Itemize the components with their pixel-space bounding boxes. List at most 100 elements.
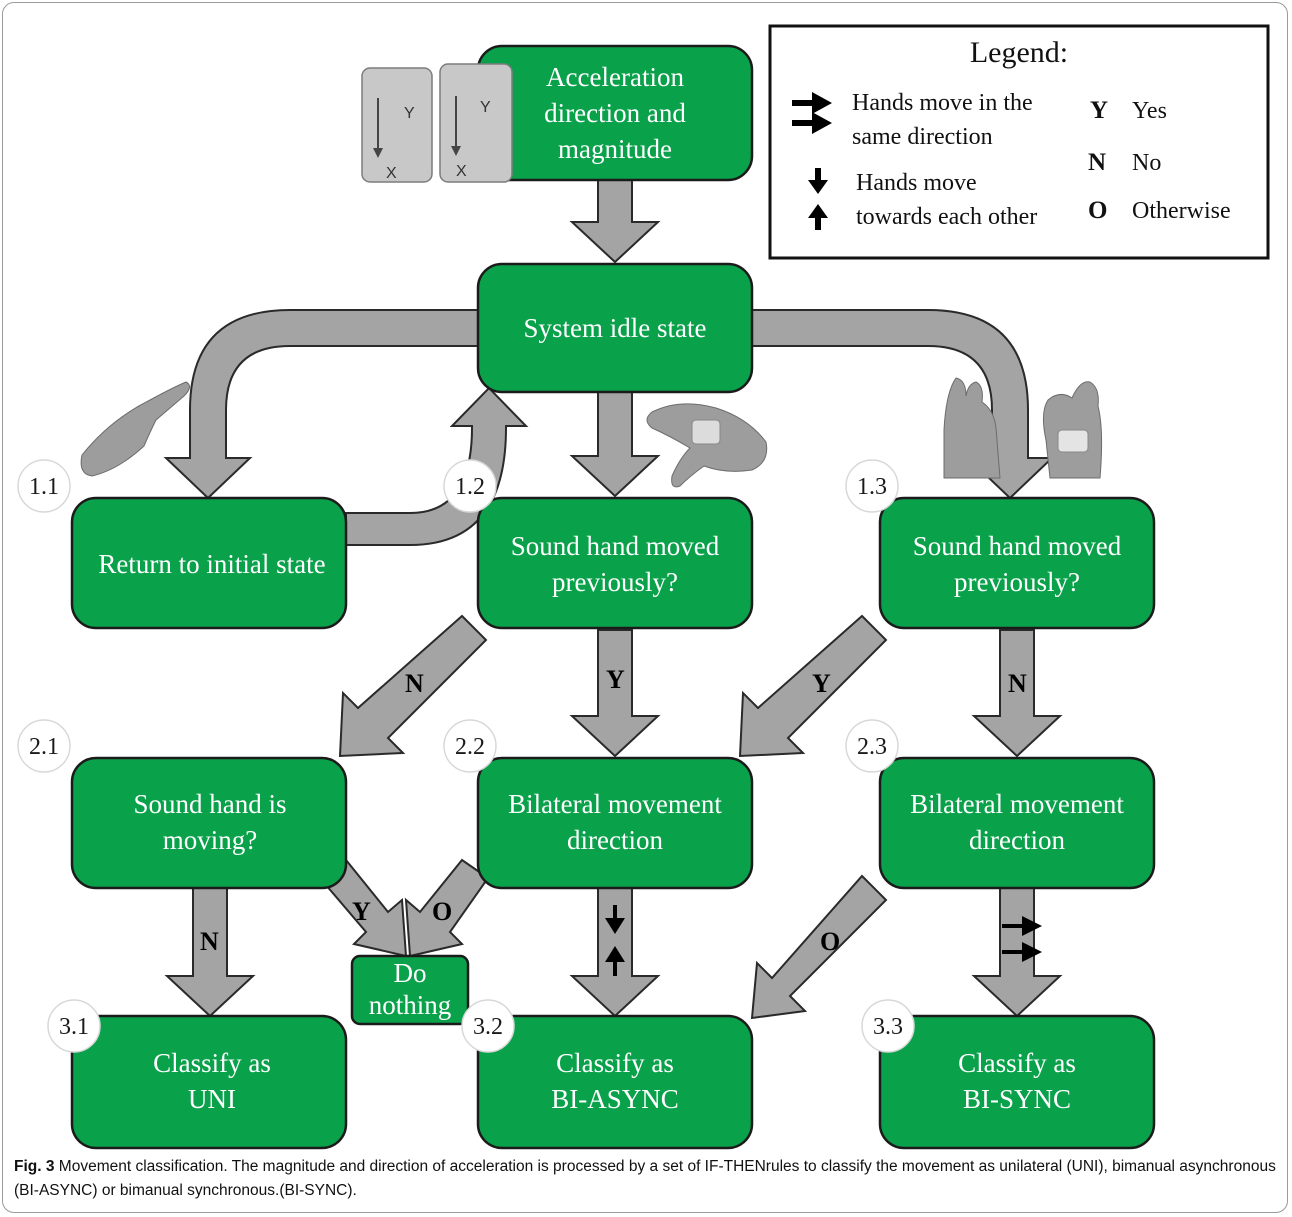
badge-1-3: 1.3 — [845, 459, 899, 513]
legend: Legend: Hands move in the same direction… — [768, 24, 1270, 260]
svg-text:No: No — [1132, 150, 1161, 176]
node-classify-bi-sync: Classify as BI-SYNC — [878, 1014, 1156, 1150]
svg-text:direction and: direction and — [544, 98, 686, 128]
arrow-label-n21-n31: N — [200, 927, 219, 956]
arrow-idle-to-return — [163, 309, 479, 500]
hand-left-image — [80, 381, 190, 477]
gloved-hand-image — [646, 403, 768, 488]
svg-text:towards each other: towards each other — [856, 204, 1037, 230]
svg-text:previously?: previously? — [552, 567, 678, 597]
figure-caption: Fig. 3 Movement classification. The magn… — [14, 1155, 1276, 1203]
node-bilateral-direction-22: Bilateral movement direction — [476, 756, 754, 890]
svg-text:1.3: 1.3 — [857, 474, 887, 500]
arrow-label-n13-n22: Y — [812, 669, 831, 698]
arrow-n12-to-n22 — [569, 629, 661, 758]
badge-3-1: 3.1 — [47, 999, 101, 1053]
arrow-n12-to-n21 — [338, 614, 488, 758]
node-return-initial: Return to initial state — [70, 496, 348, 630]
svg-text:N: N — [1088, 149, 1106, 176]
svg-text:X: X — [386, 165, 397, 182]
node-sound-hand-moved-12: Sound hand moved previously? — [476, 496, 754, 630]
arrow-idle-to-n13 — [751, 309, 1055, 500]
svg-text:Y: Y — [404, 105, 415, 122]
arrow-n13-to-n23 — [971, 629, 1063, 758]
node-sound-hand-moved-13: Sound hand moved previously? — [878, 496, 1156, 630]
arrow-label-n22-donothing: O — [432, 897, 452, 926]
svg-text:direction: direction — [969, 825, 1065, 855]
svg-text:Classify as: Classify as — [153, 1048, 271, 1078]
arrow-n21-to-donothing — [318, 858, 408, 958]
node-sound-hand-moving-21: Sound hand is moving? — [70, 756, 348, 890]
node-classify-bi-async: Classify as BI-ASYNC — [476, 1014, 754, 1150]
svg-text:moving?: moving? — [163, 825, 258, 855]
svg-text:Bilateral movement: Bilateral movement — [508, 789, 722, 819]
arrow-label-n12-n22: Y — [606, 665, 625, 694]
arrow-label-n13-n23: N — [1008, 669, 1027, 698]
badge-3-3: 3.3 — [861, 999, 915, 1053]
svg-text:direction: direction — [567, 825, 663, 855]
node-bilateral-direction-23: Bilateral movement direction — [878, 756, 1156, 890]
svg-text:Sound hand moved: Sound hand moved — [913, 531, 1122, 561]
towards-each-other-icon — [605, 905, 625, 976]
flowchart: N Y Y N N Y O O — [17, 24, 1270, 1150]
arrow-n22-to-donothing — [404, 858, 490, 958]
svg-text:Otherwise: Otherwise — [1132, 198, 1231, 224]
arrow-label-n12-n21: N — [405, 669, 424, 698]
node-do-nothing: Do nothing — [350, 954, 470, 1026]
svg-text:Do: Do — [394, 958, 427, 988]
svg-text:System idle state: System idle state — [524, 313, 707, 343]
svg-text:2.1: 2.1 — [29, 734, 59, 760]
svg-text:same direction: same direction — [852, 124, 993, 150]
badge-3-2: 3.2 — [461, 999, 515, 1053]
svg-text:X: X — [456, 163, 467, 180]
node-classify-uni: Classify as UNI — [70, 1014, 348, 1150]
svg-text:BI-SYNC: BI-SYNC — [963, 1084, 1071, 1114]
svg-text:nothing: nothing — [369, 990, 452, 1020]
svg-text:Y: Y — [1090, 97, 1108, 124]
arrow-accel-to-idle — [569, 179, 661, 264]
badge-1-2: 1.2 — [443, 459, 497, 513]
badge-2-1: 2.1 — [17, 719, 71, 773]
svg-text:Legend:: Legend: — [970, 36, 1068, 69]
caption-text: Movement classification. The magnitude a… — [14, 1158, 1276, 1199]
badge-2-3: 2.3 — [845, 719, 899, 773]
arrow-label-n23-n32: O — [820, 927, 840, 956]
arrow-idle-to-n12 — [569, 391, 661, 498]
svg-text:UNI: UNI — [188, 1084, 236, 1114]
svg-text:Sound hand is: Sound hand is — [133, 789, 286, 819]
arrow-label-n21-donothing: Y — [352, 897, 371, 926]
svg-text:Hands move: Hands move — [856, 170, 977, 196]
badge-2-2: 2.2 — [443, 719, 497, 773]
svg-text:Acceleration: Acceleration — [546, 62, 684, 92]
svg-text:O: O — [1088, 197, 1107, 224]
svg-text:Bilateral movement: Bilateral movement — [910, 789, 1124, 819]
arrow-n13-to-n22 — [738, 614, 888, 758]
svg-text:2.2: 2.2 — [455, 734, 485, 760]
node-acceleration: Acceleration direction and magnitude — [476, 44, 754, 182]
svg-text:1.2: 1.2 — [455, 474, 485, 500]
svg-text:BI-ASYNC: BI-ASYNC — [551, 1084, 679, 1114]
svg-text:Classify as: Classify as — [958, 1048, 1076, 1078]
badge-1-1: 1.1 — [17, 459, 71, 513]
arrow-n23-to-n32 — [750, 874, 888, 1020]
same-direction-icon — [1002, 916, 1042, 962]
svg-text:3.2: 3.2 — [473, 1014, 503, 1040]
both-hands-image — [943, 377, 1103, 479]
svg-text:Sound hand moved: Sound hand moved — [511, 531, 720, 561]
sensor-device-icon: X Y X Y — [361, 63, 513, 183]
svg-text:Hands move in the: Hands move in the — [852, 90, 1033, 116]
svg-text:3.3: 3.3 — [873, 1014, 903, 1040]
svg-text:Y: Y — [480, 99, 491, 116]
node-system-idle: System idle state — [476, 262, 754, 394]
svg-text:3.1: 3.1 — [59, 1014, 89, 1040]
svg-text:Return to initial state: Return to initial state — [98, 549, 325, 579]
svg-text:previously?: previously? — [954, 567, 1080, 597]
svg-text:Yes: Yes — [1132, 98, 1167, 124]
figure-label: Fig. 3 — [14, 1158, 55, 1175]
svg-text:1.1: 1.1 — [29, 474, 59, 500]
legend-towards-icon — [808, 168, 828, 230]
legend-same-direction-icon — [792, 92, 832, 134]
svg-text:2.3: 2.3 — [857, 734, 887, 760]
